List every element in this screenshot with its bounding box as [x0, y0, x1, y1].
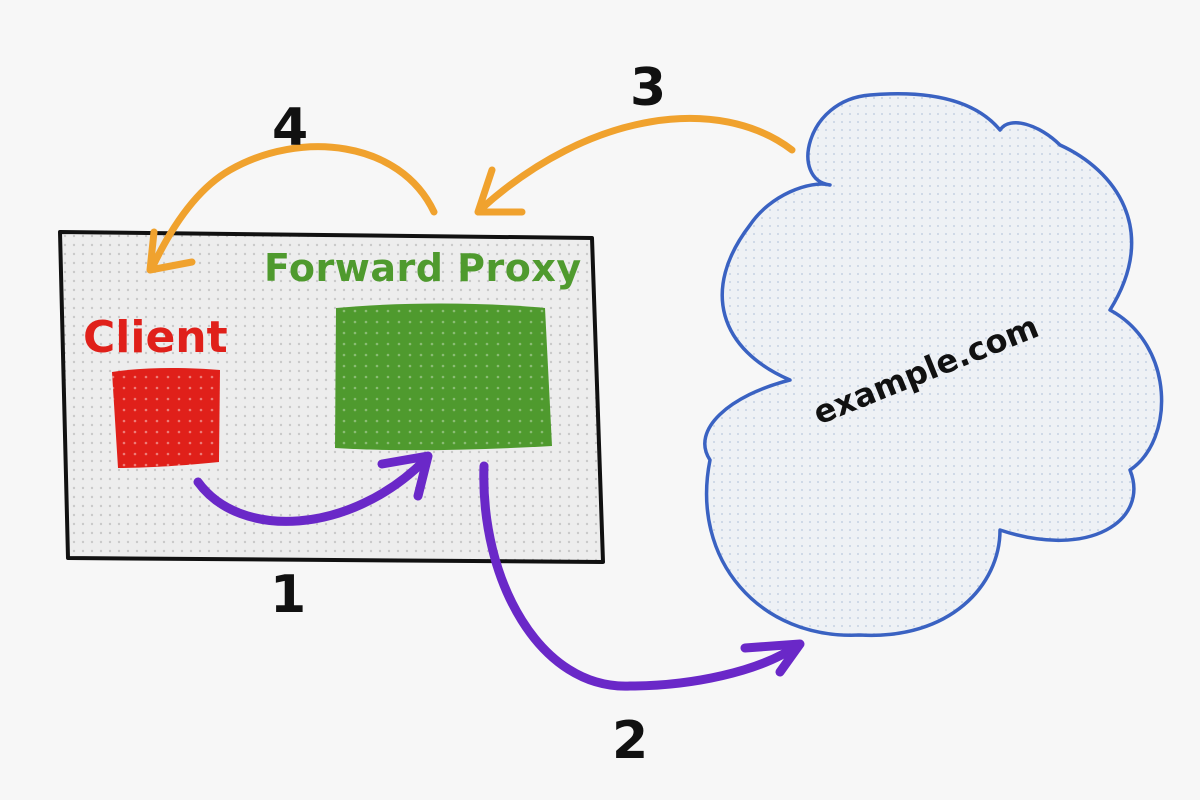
- arrow-step-4: 4: [146, 98, 438, 274]
- step-3-label: 3: [630, 58, 666, 118]
- step-1-label: 1: [270, 565, 306, 625]
- server-cloud: example.com: [703, 92, 1164, 637]
- proxy-label: Forward Proxy: [264, 246, 582, 290]
- step-2-label: 2: [612, 711, 648, 771]
- arrow-step-2: 2: [479, 461, 805, 771]
- proxy-node: Forward Proxy: [264, 246, 582, 451]
- client-node: Client: [83, 312, 228, 468]
- step-4-label: 4: [272, 98, 308, 158]
- client-label: Client: [83, 312, 228, 363]
- arrow-step-1: 1: [193, 451, 433, 625]
- arrow-step-3: 3: [474, 58, 796, 216]
